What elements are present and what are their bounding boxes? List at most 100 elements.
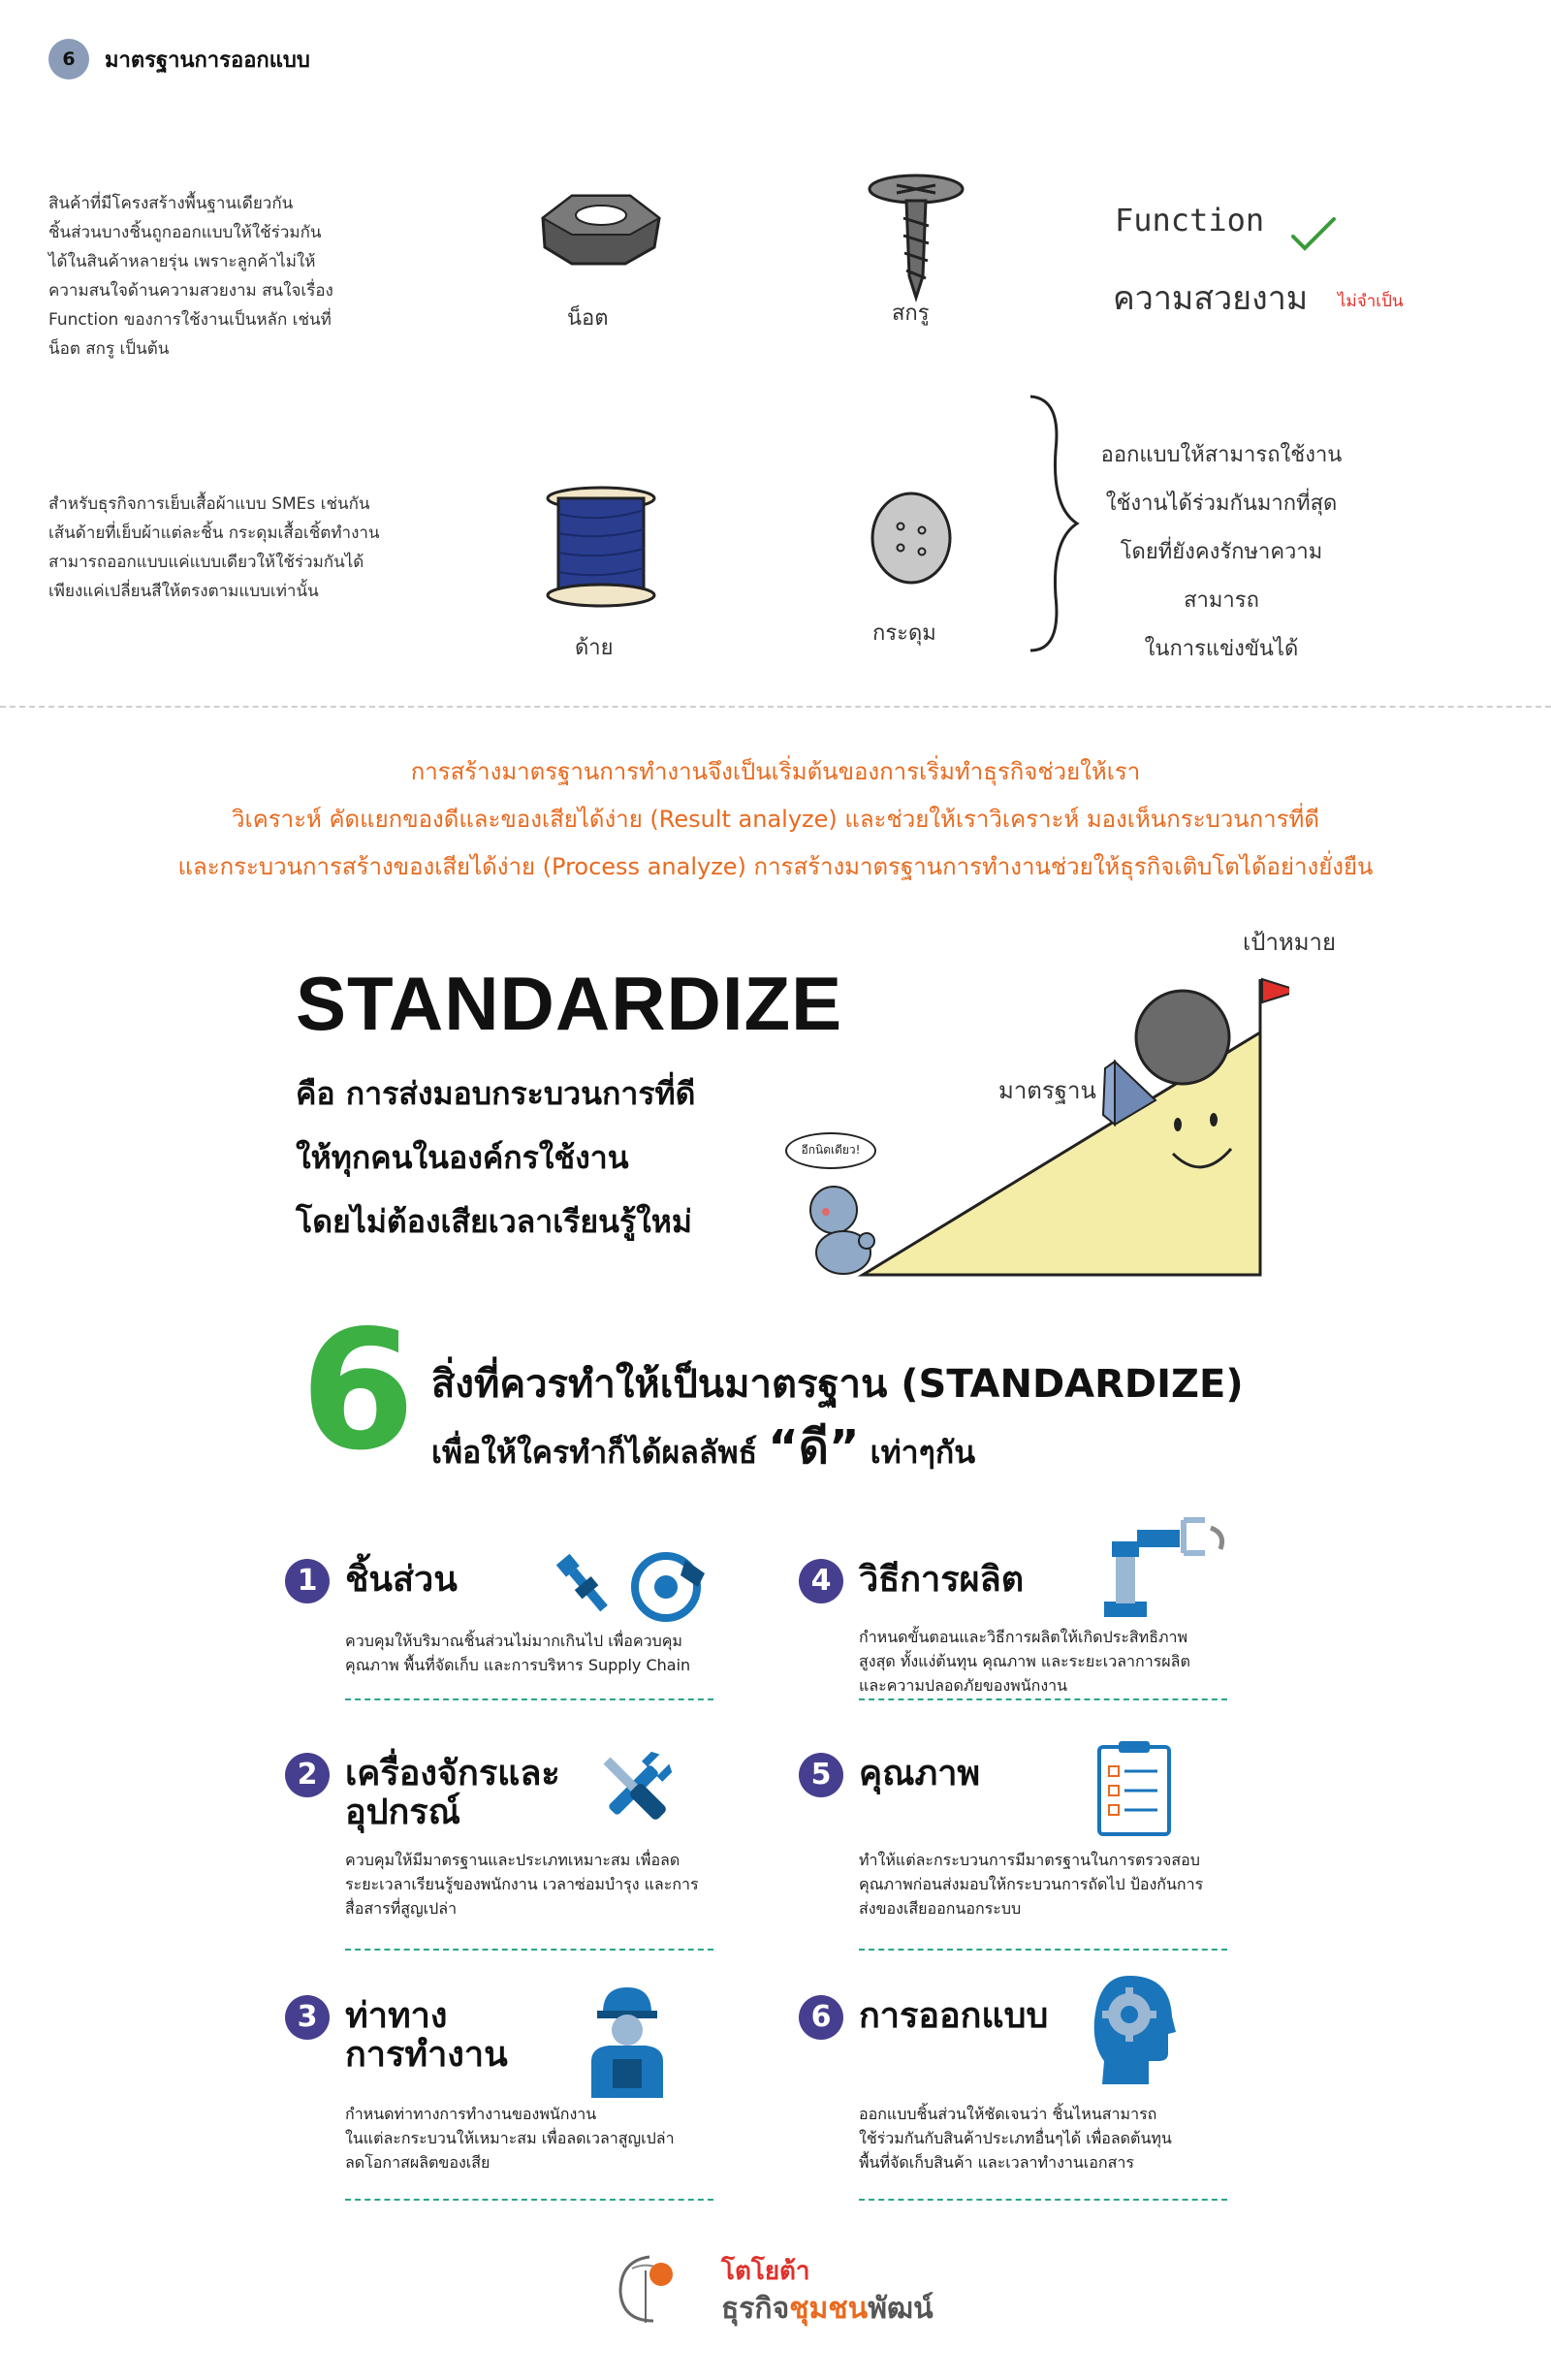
item-desc-line: ออกแบบชิ้นส่วนให้ชัดเจนว่า ชิ้นไหนสามารถ [859, 2105, 1157, 2123]
thread-spool-icon [546, 486, 656, 608]
item-number: 4 [799, 1559, 843, 1603]
spark-plug-brake-icon [555, 1552, 705, 1622]
beauty-label: ความสวยงาม [1113, 279, 1309, 318]
section2-line: เพียงแค่เปลี่ยนสีให้ตรงตามแบบเท่านั้น [48, 582, 319, 601]
item-divider [859, 2199, 1227, 2201]
checklist-icon [1097, 1741, 1171, 1836]
shirt-button-icon [870, 492, 952, 585]
item-desc-line: กำหนดขั้นตอนและวิธีการผลิตให้เกิดประสิทธ… [859, 1628, 1188, 1646]
item-title-line: เครื่องจักรและ [345, 1754, 560, 1793]
item-desc-line: คุณภาพก่อนส่งมอบให้กระบวนการถัดไป ป้องกั… [859, 1875, 1204, 1893]
thread-label: ด้าย [575, 636, 614, 660]
item-divider [345, 1949, 713, 1951]
six-line2: เพื่อให้ใครทำก็ได้ผลลัพธ์ “ดี” เท่าๆกัน [431, 1411, 975, 1484]
pushing-character-icon [809, 1186, 875, 1275]
item-title: คุณภาพ [859, 1755, 980, 1793]
logo-globe-icon [618, 2255, 673, 2323]
six-line1: สิ่งที่ควรทำให้เป็นมาตรฐาน (STANDARDIZE) [431, 1362, 1244, 1407]
item-desc-line: ควบคุมให้มีมาตรฐานและประเภทเหมาะสม เพื่อ… [345, 1851, 681, 1869]
worker-icon [591, 1987, 663, 2098]
item-number: 5 [799, 1753, 843, 1797]
standard-label: มาตรฐาน [998, 1077, 1096, 1104]
item-4: 4 วิธีการผลิต กำหนดขั้นตอนและวิธีการผลิต… [795, 1517, 1250, 1716]
item-3: 3 ท่าทาง การทำงาน กำหนดท่าทางการทำงานของ… [281, 1987, 727, 2210]
item-title: การออกแบบ [859, 1997, 1048, 2036]
header-title: มาตรฐานการออกแบบ [105, 48, 310, 73]
robot-arm-icon [1104, 1517, 1225, 1617]
item-desc: ควบคุมให้มีมาตรฐานและประเภทเหมาะสม เพื่อ… [345, 1848, 733, 1920]
intro-line: และกระบวนการสร้างของเสียได้ง่าย (Process… [177, 853, 1374, 880]
item-desc-line: ทำให้แต่ละกระบวนการมีมาตรฐานในการตรวจสอบ [859, 1851, 1200, 1869]
footer-logo: โตโยต้า ธุรกิจชุมชนพัฒน์ [611, 2249, 998, 2327]
section2-line: สำหรับธุรกิจการเย็บเสื้อผ้าแบบ SMEs เช่น… [48, 494, 370, 514]
item-desc: กำหนดท่าทางการทำงานของพนักงาน ในแต่ละกระ… [345, 2102, 733, 2174]
item-number: 6 [799, 1995, 843, 2040]
six-line2-post: เท่าๆกัน [859, 1434, 976, 1471]
logo-part-a: ธุรกิจ [721, 2292, 790, 2326]
item-desc-line: ส่งของเสียออกนอกระบบ [859, 1899, 1022, 1918]
section1-line: Function ของการใช้งานเป็นหลัก เช่นที่ [48, 310, 332, 330]
check-icon [1291, 217, 1336, 251]
item-title: เครื่องจักรและ อุปกรณ์ [345, 1755, 560, 1832]
note-line: โดยที่ยังคงรักษาความสามารถ [1120, 540, 1323, 613]
item-number: 2 [285, 1753, 330, 1797]
item-title-line: วิธีการผลิต [859, 1560, 1025, 1600]
gear-head-icon [1093, 1976, 1176, 2084]
item-number: 3 [285, 1995, 330, 2040]
section2-line: สามารถออกแบบแค่แบบเดียวให้ใช้ร่วมกันได้ [48, 553, 364, 572]
section1-line: ชิ้นส่วนบางชิ้นถูกออกแบบให้ใช้ร่วมกัน [48, 223, 322, 242]
item-title-line: คุณภาพ [859, 1754, 981, 1793]
item-desc: ควบคุมให้บริมาณชิ้นส่วนไม่มากเกินไป เพื่… [345, 1629, 733, 1677]
not-needed-label: ไม่จำเป็น [1338, 292, 1404, 311]
section-divider [0, 706, 1551, 708]
section1-text: สินค้าที่มีโครงสร้างพื้นฐานเดียวกัน ชิ้น… [48, 189, 378, 364]
section1-line: ได้ในสินค้าหลายรุ่น เพราะลูกค้าไม่ให้ [48, 252, 316, 271]
item-desc-line: ใช้ร่วมกันกับสินค้าประเภทอื่นๆได้ เพื่อล… [859, 2129, 1172, 2147]
logo-line2: ธุรกิจชุมชนพัฒน์ [721, 2286, 934, 2332]
item-desc-line: สื่อสารที่สูญเปล่า [345, 1899, 458, 1918]
curly-brace-icon [1029, 395, 1080, 652]
item-divider [345, 2199, 713, 2201]
intro-line: วิเคราะห์ คัดแยกของดีและของเสียได้ง่าย (… [232, 806, 1319, 833]
standardize-line: โดยไม่ต้องเสียเวลาเรียนรู้ใหม่ [296, 1203, 692, 1240]
item-6: 6 การออกแบบ ออกแบบชิ้นส่วนให้ชัดเจนว่า ช… [795, 1976, 1250, 2210]
section2-note: ออกแบบให้สามารถใช้งาน ใช้งานได้ร่วมกันมา… [1095, 431, 1347, 674]
header: 6 มาตรฐานการออกแบบ [48, 39, 533, 79]
goal-label: เป้าหมาย [1243, 929, 1337, 956]
header-badge: 6 [48, 39, 89, 79]
item-desc-line: ในแต่ละกระบวนให้เหมาะสม เพื่อลดเวลาสูญเป… [345, 2129, 675, 2147]
item-desc-line: สูงสุด ทั้งแง่ต้นทุน คุณภาพ และระยะเวลาก… [859, 1652, 1190, 1670]
item-title-line: ท่าทาง [345, 1996, 448, 2036]
section1-line: ความสนใจด้านความสวยงาม สนใจเรื่อง [48, 281, 333, 301]
nut-label: น็อต [567, 306, 609, 331]
standardize-title: STANDARDIZE [296, 961, 843, 1046]
item-title: วิธีการผลิต [859, 1561, 1024, 1600]
item-title-line: การทำงาน [345, 2035, 508, 2075]
item-desc-line: ควบคุมให้บริมาณชิ้นส่วนไม่มากเกินไป เพื่… [345, 1632, 682, 1650]
item-title-line: การออกแบบ [859, 1996, 1049, 2036]
item-title-line: อุปกรณ์ [345, 1793, 461, 1832]
item-desc: ทำให้แต่ละกระบวนการมีมาตรฐานในการตรวจสอบ… [859, 1848, 1266, 1920]
item-desc: ออกแบบชิ้นส่วนให้ชัดเจนว่า ชิ้นไหนสามารถ… [859, 2102, 1266, 2174]
six-line2-quote: “ดี” [768, 1420, 860, 1475]
item-number: 1 [285, 1559, 330, 1603]
logo-part-c: พัฒน์ [868, 2292, 934, 2326]
nut-icon [541, 194, 661, 266]
item-2: 2 เครื่องจักรและ อุปกรณ์ ควบคุมให้มีมาตร… [281, 1745, 727, 1958]
logo-line1: โตโยต้า [721, 2257, 810, 2286]
six-big-number: 6 [301, 1295, 416, 1487]
item-desc-line: กำหนดท่าทางการทำงานของพนักงาน [345, 2105, 597, 2123]
slope-illustration [857, 977, 1289, 1277]
section1-line: สินค้าที่มีโครงสร้างพื้นฐานเดียวกัน [48, 194, 294, 213]
item-divider [345, 1698, 713, 1700]
item-desc: กำหนดขั้นตอนและวิธีการผลิตให้เกิดประสิทธ… [859, 1625, 1266, 1698]
note-line: ใช้งานได้ร่วมกันมากที่สุด [1105, 492, 1338, 516]
intro-text: การสร้างมาตรฐานการทำงานจึงเป็นเริ่มต้นขอ… [0, 748, 1551, 891]
standardize-lines: คือ การส่งมอบกระบวนการที่ดี ให้ทุกคนในอง… [296, 1062, 695, 1253]
note-line: ออกแบบให้สามารถใช้งาน [1100, 443, 1343, 467]
logo-part-b: ชุมชน [789, 2292, 869, 2326]
bubble-text: อีกนิดเดียว! [801, 1143, 861, 1157]
standardize-line: ให้ทุกคนในองค์กรใช้งาน [296, 1139, 629, 1176]
intro-line: การสร้างมาตรฐานการทำงานจึงเป็นเริ่มต้นขอ… [410, 758, 1141, 785]
item-title: ชิ้นส่วน [345, 1561, 458, 1600]
